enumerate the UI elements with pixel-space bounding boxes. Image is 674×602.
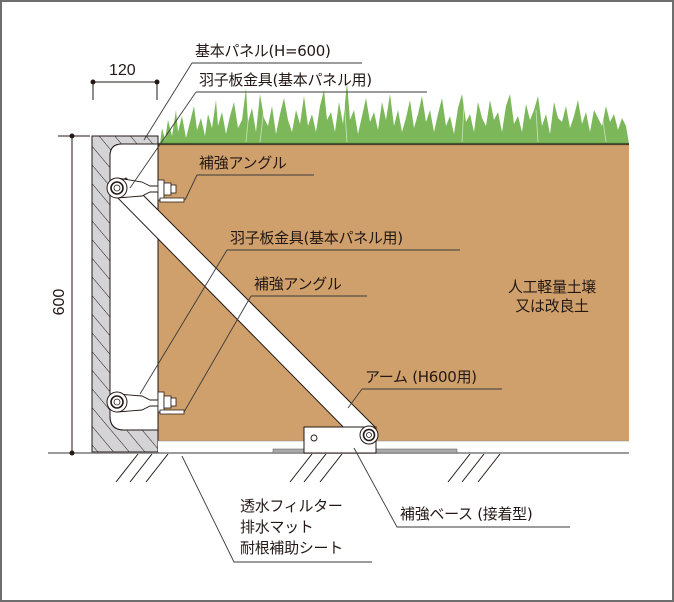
label-filter-2: 排水マット [240, 518, 314, 536]
dimension-width-label: 120 [109, 62, 136, 79]
label-soil: 人工軽量土壌 又は改良土 [492, 278, 612, 316]
soil-line-1: 人工軽量土壌 [507, 278, 597, 296]
dimension-height [58, 133, 90, 456]
label-filter-3: 耐根補助シート [240, 539, 343, 557]
label-filter-1: 透水フィルター [240, 497, 343, 515]
dimension-height-label: 600 [51, 288, 68, 316]
label-reinforce-base: 補強ベース (接着型) [400, 505, 533, 523]
dimension-width [90, 79, 160, 100]
ground-hatch [115, 453, 501, 483]
label-wing-bracket-mid: 羽子板金具(基本パネル用) [230, 229, 403, 247]
label-reinforce-angle-bottom: 補強アングル [254, 275, 342, 293]
label-reinforce-angle-top: 補強アングル [199, 154, 287, 172]
soil-line-2: 又は改良土 [515, 297, 589, 315]
top-bracket [106, 177, 185, 203]
label-wing-bracket-top: 羽子板金具(基本パネル用) [199, 71, 372, 89]
leader-lines [129, 62, 570, 563]
bottom-bracket [106, 391, 185, 415]
label-arm: アーム (H600用) [365, 368, 477, 386]
grass [160, 82, 629, 144]
label-basic-panel: 基本パネル(H=600) [195, 42, 331, 60]
